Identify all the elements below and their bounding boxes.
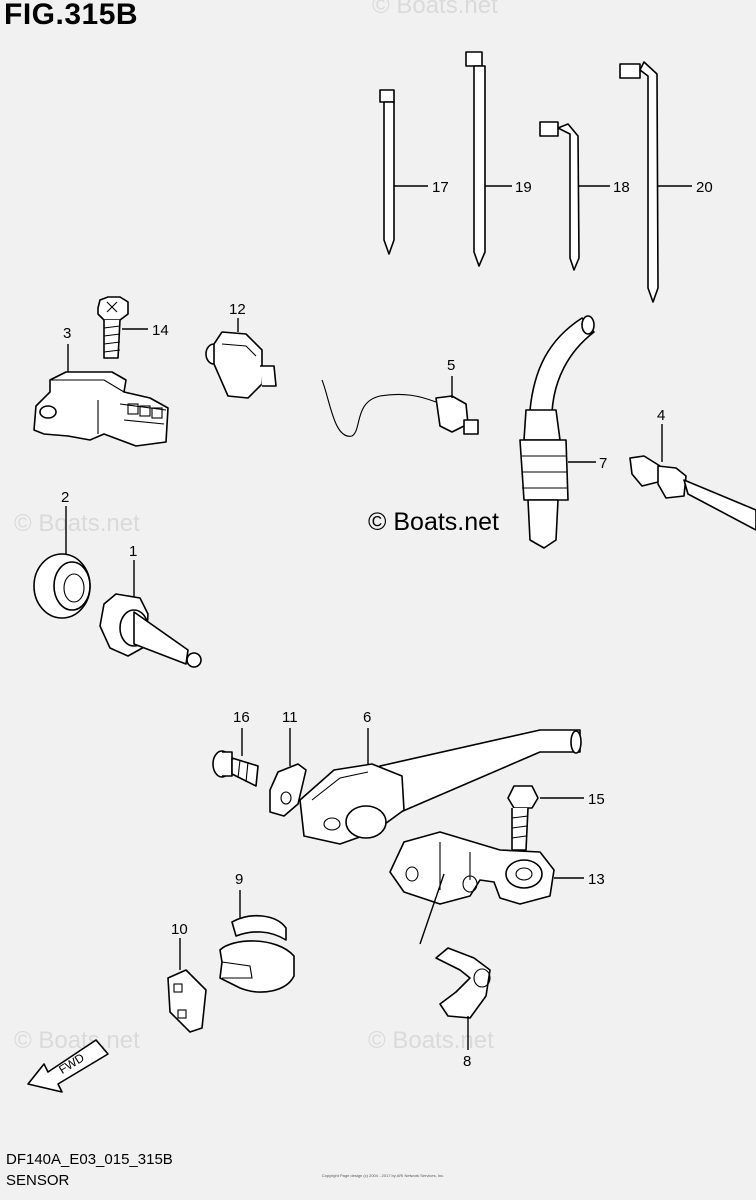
callout-15: 15 [588, 791, 605, 808]
drawing-code: DF140A_E03_015_315B [6, 1151, 173, 1168]
cover-10[interactable] [167, 938, 207, 1033]
callout-10: 10 [171, 921, 188, 938]
cable-tie-19[interactable] [465, 51, 512, 267]
callout-17: 17 [432, 179, 449, 196]
cable-tie-18[interactable] [539, 121, 610, 271]
callout-16: 16 [233, 709, 250, 726]
clamp-11[interactable] [269, 728, 307, 817]
figure-title: FIG.315B [4, 0, 139, 31]
callout-6: 6 [363, 709, 371, 726]
switch-12[interactable] [205, 318, 277, 399]
callout-numbers: 17 19 18 20 14 3 12 5 7 4 2 1 16 11 6 15… [61, 179, 713, 1070]
sensor-8[interactable] [419, 873, 491, 1050]
sensor-5[interactable] [321, 376, 479, 437]
bolt-15[interactable] [507, 785, 584, 851]
callout-12: 12 [229, 301, 246, 318]
grommet-2[interactable] [33, 506, 91, 619]
callout-18: 18 [613, 179, 630, 196]
bolt-16[interactable] [212, 728, 259, 787]
pressure-sensor-3[interactable] [33, 344, 169, 447]
watermark-main: © Boats.net [368, 508, 499, 536]
callout-19: 19 [515, 179, 532, 196]
cable-tie-17[interactable] [379, 89, 428, 255]
callout-8: 8 [463, 1053, 471, 1070]
oxygen-sensor-7[interactable] [519, 315, 596, 549]
bracket-13[interactable] [389, 831, 584, 905]
forward-direction-arrow: FWD [27, 1039, 109, 1093]
cable-tie-20[interactable] [619, 61, 692, 303]
watermark-ghost-top: © Boats.net [372, 0, 498, 19]
callout-2: 2 [61, 489, 69, 506]
watermark-ghost-bottom-mid: © Boats.net [368, 1027, 494, 1054]
watermark-ghost-left: © Boats.net [14, 510, 140, 537]
sensor-6[interactable] [299, 728, 582, 845]
callout-4: 4 [657, 407, 665, 424]
callout-9: 9 [235, 871, 243, 888]
bolt-14[interactable] [97, 296, 148, 359]
callout-5: 5 [447, 357, 455, 374]
callout-1: 1 [129, 543, 137, 560]
callout-7: 7 [599, 455, 607, 472]
temperature-sensor-4[interactable] [629, 424, 756, 531]
clip-9[interactable] [219, 890, 295, 993]
callout-11: 11 [282, 709, 298, 726]
sensor-1[interactable] [99, 560, 202, 668]
copyright-notice: Copyright Page design (c) 2004 - 2017 by… [321, 1173, 445, 1178]
callout-3: 3 [63, 325, 71, 342]
sheet-name: SENSOR [6, 1172, 70, 1189]
watermark-ghost-bottom-left: © Boats.net [14, 1027, 140, 1054]
callout-20: 20 [696, 179, 713, 196]
callout-13: 13 [588, 871, 605, 888]
callout-14: 14 [152, 322, 169, 339]
